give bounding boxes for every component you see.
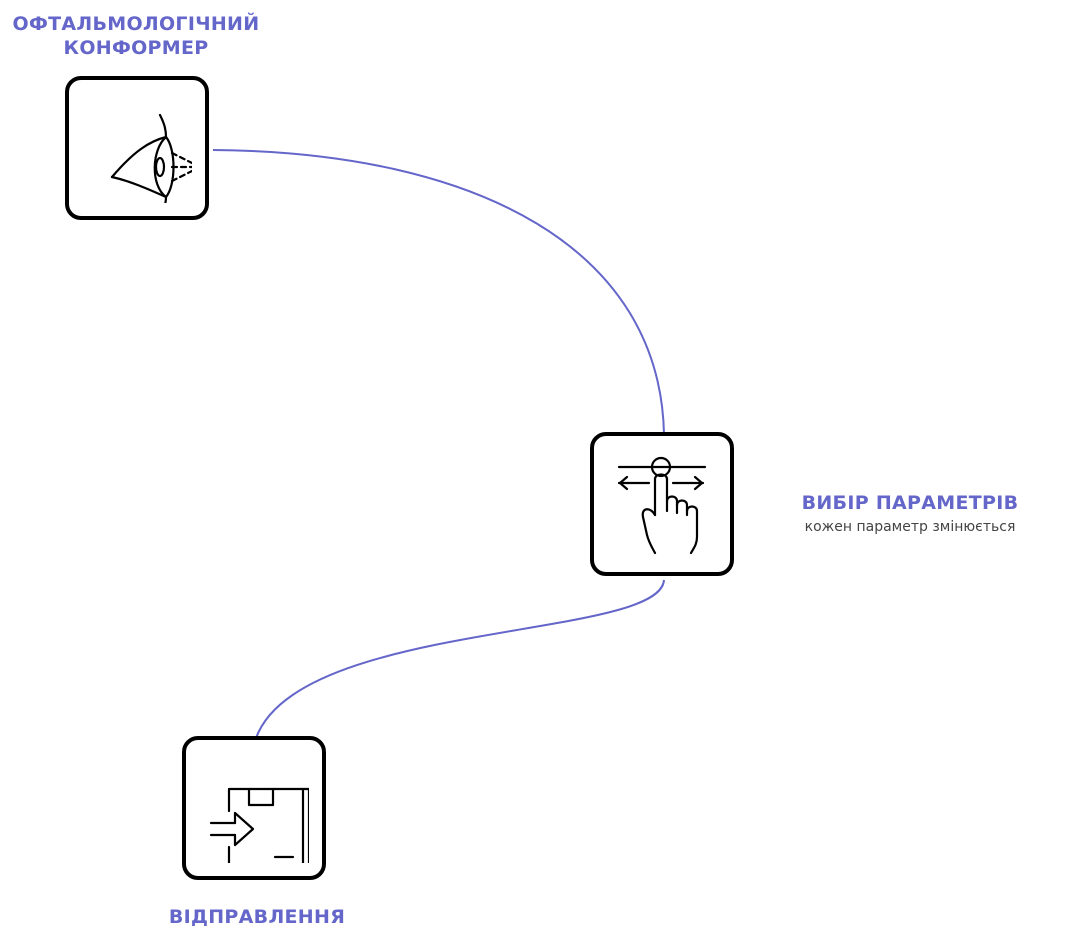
node-title-conformer: ОФТАЛЬМОЛОГІЧНИЙ КОНФОРМЕР [0, 12, 272, 60]
edge-conformer-to-params [212, 149, 665, 435]
node-subtitle-params: кожен параметр змінюється [804, 519, 1016, 535]
node-title-shipping: ВІДПРАВЛЕННЯ [168, 906, 346, 928]
node-title-line: ОФТАЛЬМОЛОГІЧНИЙ [12, 13, 260, 35]
node-box-conformer[interactable] [65, 76, 209, 220]
node-box-params[interactable] [590, 432, 734, 576]
node-title-params: ВИБІР ПАРАМЕТРІВ [801, 492, 1019, 514]
node-box-shipping[interactable] [182, 736, 326, 880]
hand-slider-icon [617, 456, 707, 555]
edge-params-to-shipping [255, 579, 665, 739]
package-shipping-icon [209, 787, 309, 863]
node-title-line: КОНФОРМЕР [63, 37, 209, 59]
eye-icon [110, 113, 192, 203]
